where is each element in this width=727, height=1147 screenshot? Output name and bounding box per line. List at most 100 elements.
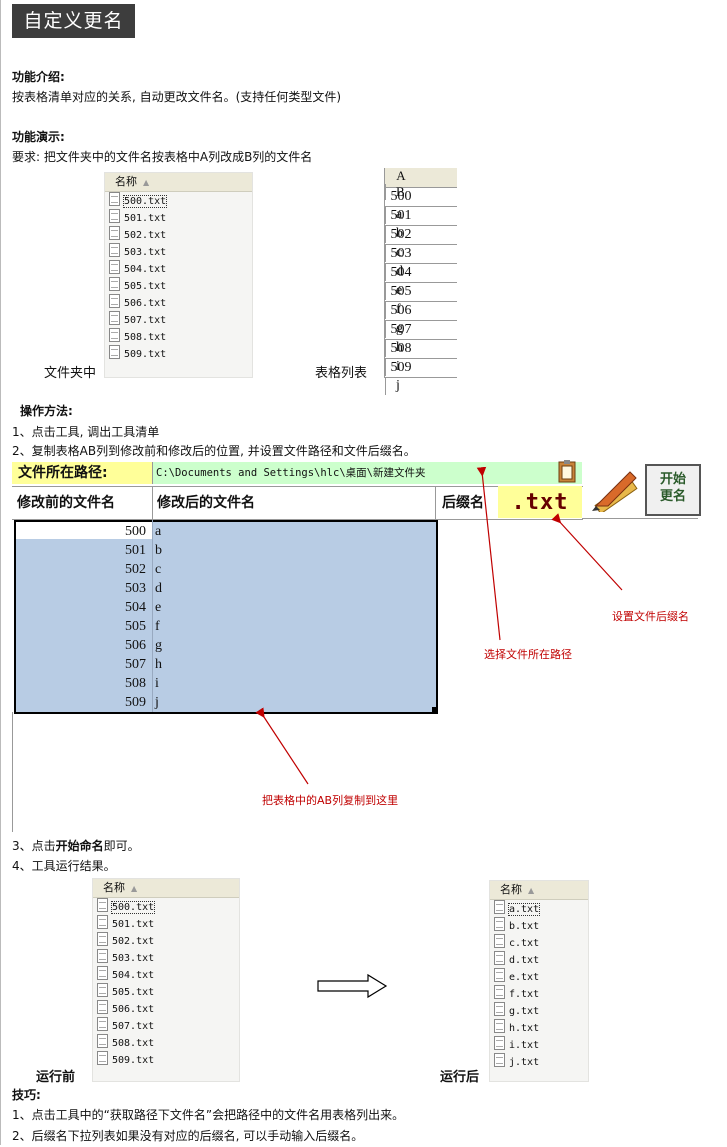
- explorer-header-label: 名称: [115, 175, 137, 188]
- file-item[interactable]: c.txt: [490, 934, 588, 951]
- after-label: 运行后: [440, 1070, 480, 1085]
- text-file-icon: [494, 968, 505, 982]
- active-cell: [16, 522, 152, 539]
- sheet-row[interactable]: 502c: [385, 226, 457, 262]
- fill-handle[interactable]: [432, 707, 437, 712]
- file-item[interactable]: j.txt: [490, 1053, 588, 1070]
- cell-b: e: [385, 282, 432, 300]
- demo-requirement: 要求: 把文件夹中的文件名按表格中A列改成B列的文件名: [12, 150, 313, 164]
- file-item[interactable]: 509.txt: [93, 1051, 239, 1068]
- file-item[interactable]: 505.txt: [93, 983, 239, 1000]
- file-name: 504.txt: [112, 970, 155, 981]
- path-input[interactable]: C:\Documents and Settings\hlc\桌面\新建文件夹: [156, 467, 426, 479]
- sheet-row[interactable]: 505f: [385, 283, 457, 319]
- file-item[interactable]: 502.txt: [93, 932, 239, 949]
- sheet-row[interactable]: 506g: [385, 302, 457, 338]
- file-name: c.txt: [509, 938, 540, 949]
- cell-after: h: [155, 657, 162, 672]
- method-step-4: 4、工具运行结果。: [12, 859, 116, 873]
- cell-after: d: [155, 581, 162, 596]
- file-item[interactable]: d.txt: [490, 951, 588, 968]
- cell-after: b: [155, 543, 162, 558]
- text-file-icon: [494, 1036, 505, 1050]
- file-name: 507.txt: [124, 315, 167, 326]
- suffix-select[interactable]: .txt: [498, 486, 582, 518]
- file-item[interactable]: 508.txt: [93, 1034, 239, 1051]
- file-item[interactable]: h.txt: [490, 1019, 588, 1036]
- text-file-icon: [97, 1000, 108, 1014]
- folder-browse-icon[interactable]: [556, 460, 578, 484]
- file-item[interactable]: 506.txt: [105, 294, 252, 311]
- file-item[interactable]: e.txt: [490, 968, 588, 985]
- file-item[interactable]: 507.txt: [93, 1017, 239, 1034]
- sheet-row[interactable]: 504e: [385, 264, 457, 300]
- sheet-row[interactable]: 501 b: [385, 207, 457, 243]
- cell-a: 507: [390, 322, 412, 337]
- cell-b: a: [385, 206, 432, 224]
- start-rename-button[interactable]: 开始 更名: [645, 464, 701, 516]
- explorer-header[interactable]: 名称▲: [105, 173, 252, 192]
- pencil-ruler-icon[interactable]: [590, 466, 640, 515]
- sheet-row[interactable]: 508i: [385, 340, 457, 376]
- file-item[interactable]: 504.txt: [105, 260, 252, 277]
- file-item[interactable]: 501.txt: [105, 209, 252, 226]
- cell-after: g: [155, 638, 162, 653]
- file-item[interactable]: 508.txt: [105, 328, 252, 345]
- step3-post: 即可。: [103, 839, 140, 853]
- file-item[interactable]: b.txt: [490, 917, 588, 934]
- cell-a: 501: [390, 208, 412, 223]
- text-file-icon: [109, 294, 120, 308]
- copied-range[interactable]: [14, 520, 438, 714]
- file-item[interactable]: 507.txt: [105, 311, 252, 328]
- sheet-row[interactable]: 509j: [385, 359, 457, 395]
- text-file-icon: [97, 932, 108, 946]
- file-item[interactable]: a.txt: [490, 900, 588, 917]
- text-file-icon: [494, 934, 505, 948]
- file-item[interactable]: 502.txt: [105, 226, 252, 243]
- step3-bold: 开始命名: [55, 839, 104, 853]
- file-item[interactable]: 504.txt: [93, 966, 239, 983]
- file-item[interactable]: 503.txt: [93, 949, 239, 966]
- file-item[interactable]: i.txt: [490, 1036, 588, 1053]
- tool-row[interactable]: 501 b: [14, 541, 164, 560]
- file-item[interactable]: 503.txt: [105, 243, 252, 260]
- file-item[interactable]: 500.txt: [105, 192, 252, 209]
- method-step-2: 2、复制表格AB列到修改前和修改后的位置, 并设置文件路径和文件后缀名。: [12, 444, 416, 458]
- file-name: 503.txt: [124, 247, 167, 258]
- cell-b: b: [385, 225, 432, 243]
- text-file-icon: [494, 985, 505, 999]
- file-item[interactable]: 505.txt: [105, 277, 252, 294]
- file-item[interactable]: 501.txt: [93, 915, 239, 932]
- file-item[interactable]: 509.txt: [105, 345, 252, 362]
- file-item[interactable]: g.txt: [490, 1002, 588, 1019]
- explorer-header[interactable]: 名称▲: [490, 881, 588, 900]
- sheet-row[interactable]: 503d: [385, 245, 457, 281]
- file-item[interactable]: f.txt: [490, 985, 588, 1002]
- explorer-header[interactable]: 名称▲: [93, 879, 239, 898]
- sheet-row[interactable]: 500a: [385, 188, 457, 224]
- file-item[interactable]: 500.txt: [93, 898, 239, 915]
- explorer-header-label: 名称: [500, 883, 522, 896]
- tip-1: 1、点击工具中的“获取路径下文件名”会把路径中的文件名用表格列出来。: [12, 1108, 405, 1122]
- file-name: e.txt: [509, 972, 540, 983]
- step3-pre: 3、点击: [12, 839, 56, 853]
- page-title: 自定义更名: [12, 4, 135, 38]
- cell-before: 501: [125, 543, 146, 558]
- text-file-icon: [109, 345, 120, 359]
- text-file-icon: [97, 1017, 108, 1031]
- file-item[interactable]: 506.txt: [93, 1000, 239, 1017]
- text-file-icon: [97, 983, 108, 997]
- sheet-row[interactable]: 507h: [385, 321, 457, 357]
- file-name: g.txt: [509, 1006, 540, 1017]
